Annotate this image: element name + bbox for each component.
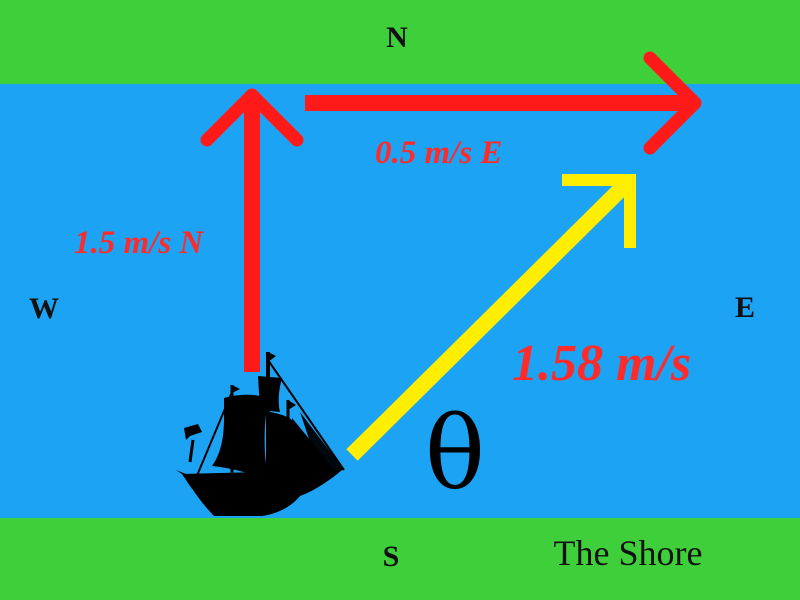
resultant-velocity-label: 1.58 m/s (512, 335, 691, 392)
north-velocity-arrow (200, 88, 304, 372)
north-velocity-label: 1.5 m/s N (74, 225, 204, 261)
compass-east: E (735, 291, 755, 324)
compass-north: N (386, 21, 408, 54)
water (0, 84, 800, 518)
east-velocity-label: 0.5 m/s E (375, 135, 502, 171)
compass-south: S (383, 540, 400, 573)
angle-theta: θ (425, 395, 485, 512)
shore-band (0, 518, 800, 600)
east-velocity-arrow (305, 51, 702, 155)
shore-label: The Shore (554, 533, 703, 573)
compass-west: W (29, 292, 59, 325)
ship-icon (176, 352, 345, 516)
resultant-velocity-arrow (346, 174, 636, 461)
